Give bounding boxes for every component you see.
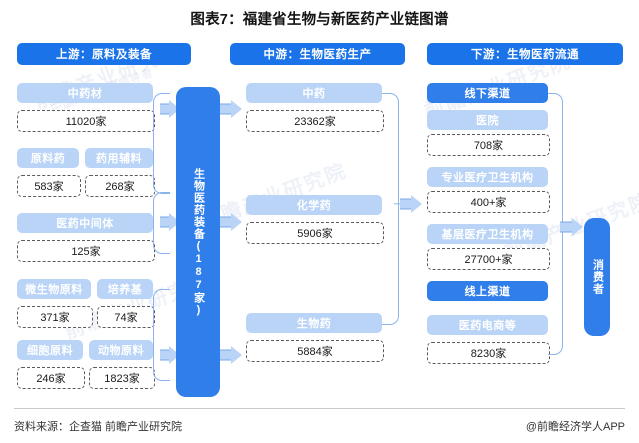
arrow-midstream-to-downstream [400, 195, 424, 213]
node-biologic-label: 生物药 [246, 313, 382, 333]
bracket-upstream-bottom [153, 289, 170, 381]
bracket-downstream [548, 93, 563, 355]
source-note: 资料来源：企查猫 前瞻产业研究院 [14, 421, 183, 433]
bracket-upstream-mid [153, 192, 170, 254]
header-upstream: 上游：原料及装备 [17, 43, 191, 65]
page-title: 图表7：福建省生物与新医药产业链图谱 [190, 12, 449, 28]
node-professional-label: 专业医疗卫生机构 [427, 167, 548, 187]
node-consumer: 消费者 [584, 218, 610, 336]
node-chemical-label: 化学药 [246, 195, 382, 215]
node-herbs-value: 11020家 [17, 110, 155, 132]
arrow-equipment-to-midstream-3 [220, 346, 242, 364]
footer-divider [14, 408, 625, 409]
arrow-downstream-to-consumer [560, 218, 584, 236]
node-microbial-label: 微生物原料 [17, 279, 91, 299]
node-hospital-label: 医院 [427, 110, 548, 130]
brand-note: @前瞻经济学人APP [525, 421, 625, 433]
node-equipment: 生物医药装备(187家) [176, 87, 220, 397]
node-excipients-value: 268家 [85, 175, 155, 197]
node-chemical-value: 5906家 [246, 222, 384, 244]
node-online-channel: 线上渠道 [427, 281, 548, 301]
node-grassroots-label: 基层医疗卫生机构 [427, 224, 548, 244]
connector-midstream-stub [394, 200, 410, 208]
node-culture-medium-label: 培养基 [97, 279, 153, 299]
node-professional-value: 400+家 [427, 191, 550, 213]
node-hospital-value: 708家 [427, 134, 550, 156]
node-api-value: 583家 [17, 175, 81, 197]
node-tcm-value: 23362家 [246, 110, 384, 132]
node-grassroots-value: 27700+家 [427, 248, 550, 270]
node-ecommerce-value: 8230家 [427, 342, 550, 364]
node-cell-material-value: 246家 [17, 367, 85, 389]
bracket-upstream-top [153, 93, 170, 194]
node-ecommerce-label: 医药电商等 [427, 315, 548, 335]
arrow-equipment-to-midstream-1 [220, 100, 242, 118]
bracket-midstream [382, 93, 399, 325]
node-herbs-label: 中药材 [17, 83, 153, 103]
node-excipients-label: 药用辅料 [85, 148, 153, 168]
node-offline-channel: 线下渠道 [427, 83, 548, 103]
node-culture-medium-value: 74家 [97, 306, 155, 328]
header-midstream: 中游：生物医药生产 [230, 43, 405, 65]
arrow-equipment-to-midstream-2 [220, 213, 242, 231]
node-microbial-value: 371家 [17, 306, 93, 328]
chain-diagram-canvas: 前瞻产业研究院 中国产业咨询领导者 前瞻产业研究院 前瞻产业研究院 前瞻产业研究… [0, 30, 639, 405]
node-biologic-value: 5884家 [246, 340, 384, 362]
node-animal-material-value: 1823家 [89, 367, 155, 389]
node-intermediates-label: 医药中间体 [17, 213, 153, 233]
node-cell-material-label: 细胞原料 [17, 340, 83, 360]
node-animal-material-label: 动物原料 [89, 340, 153, 360]
node-tcm-label: 中药 [246, 83, 382, 103]
node-api-label: 原料药 [17, 148, 79, 168]
header-downstream: 下游：生物医药流通 [427, 43, 623, 65]
node-intermediates-value: 125家 [17, 240, 155, 262]
